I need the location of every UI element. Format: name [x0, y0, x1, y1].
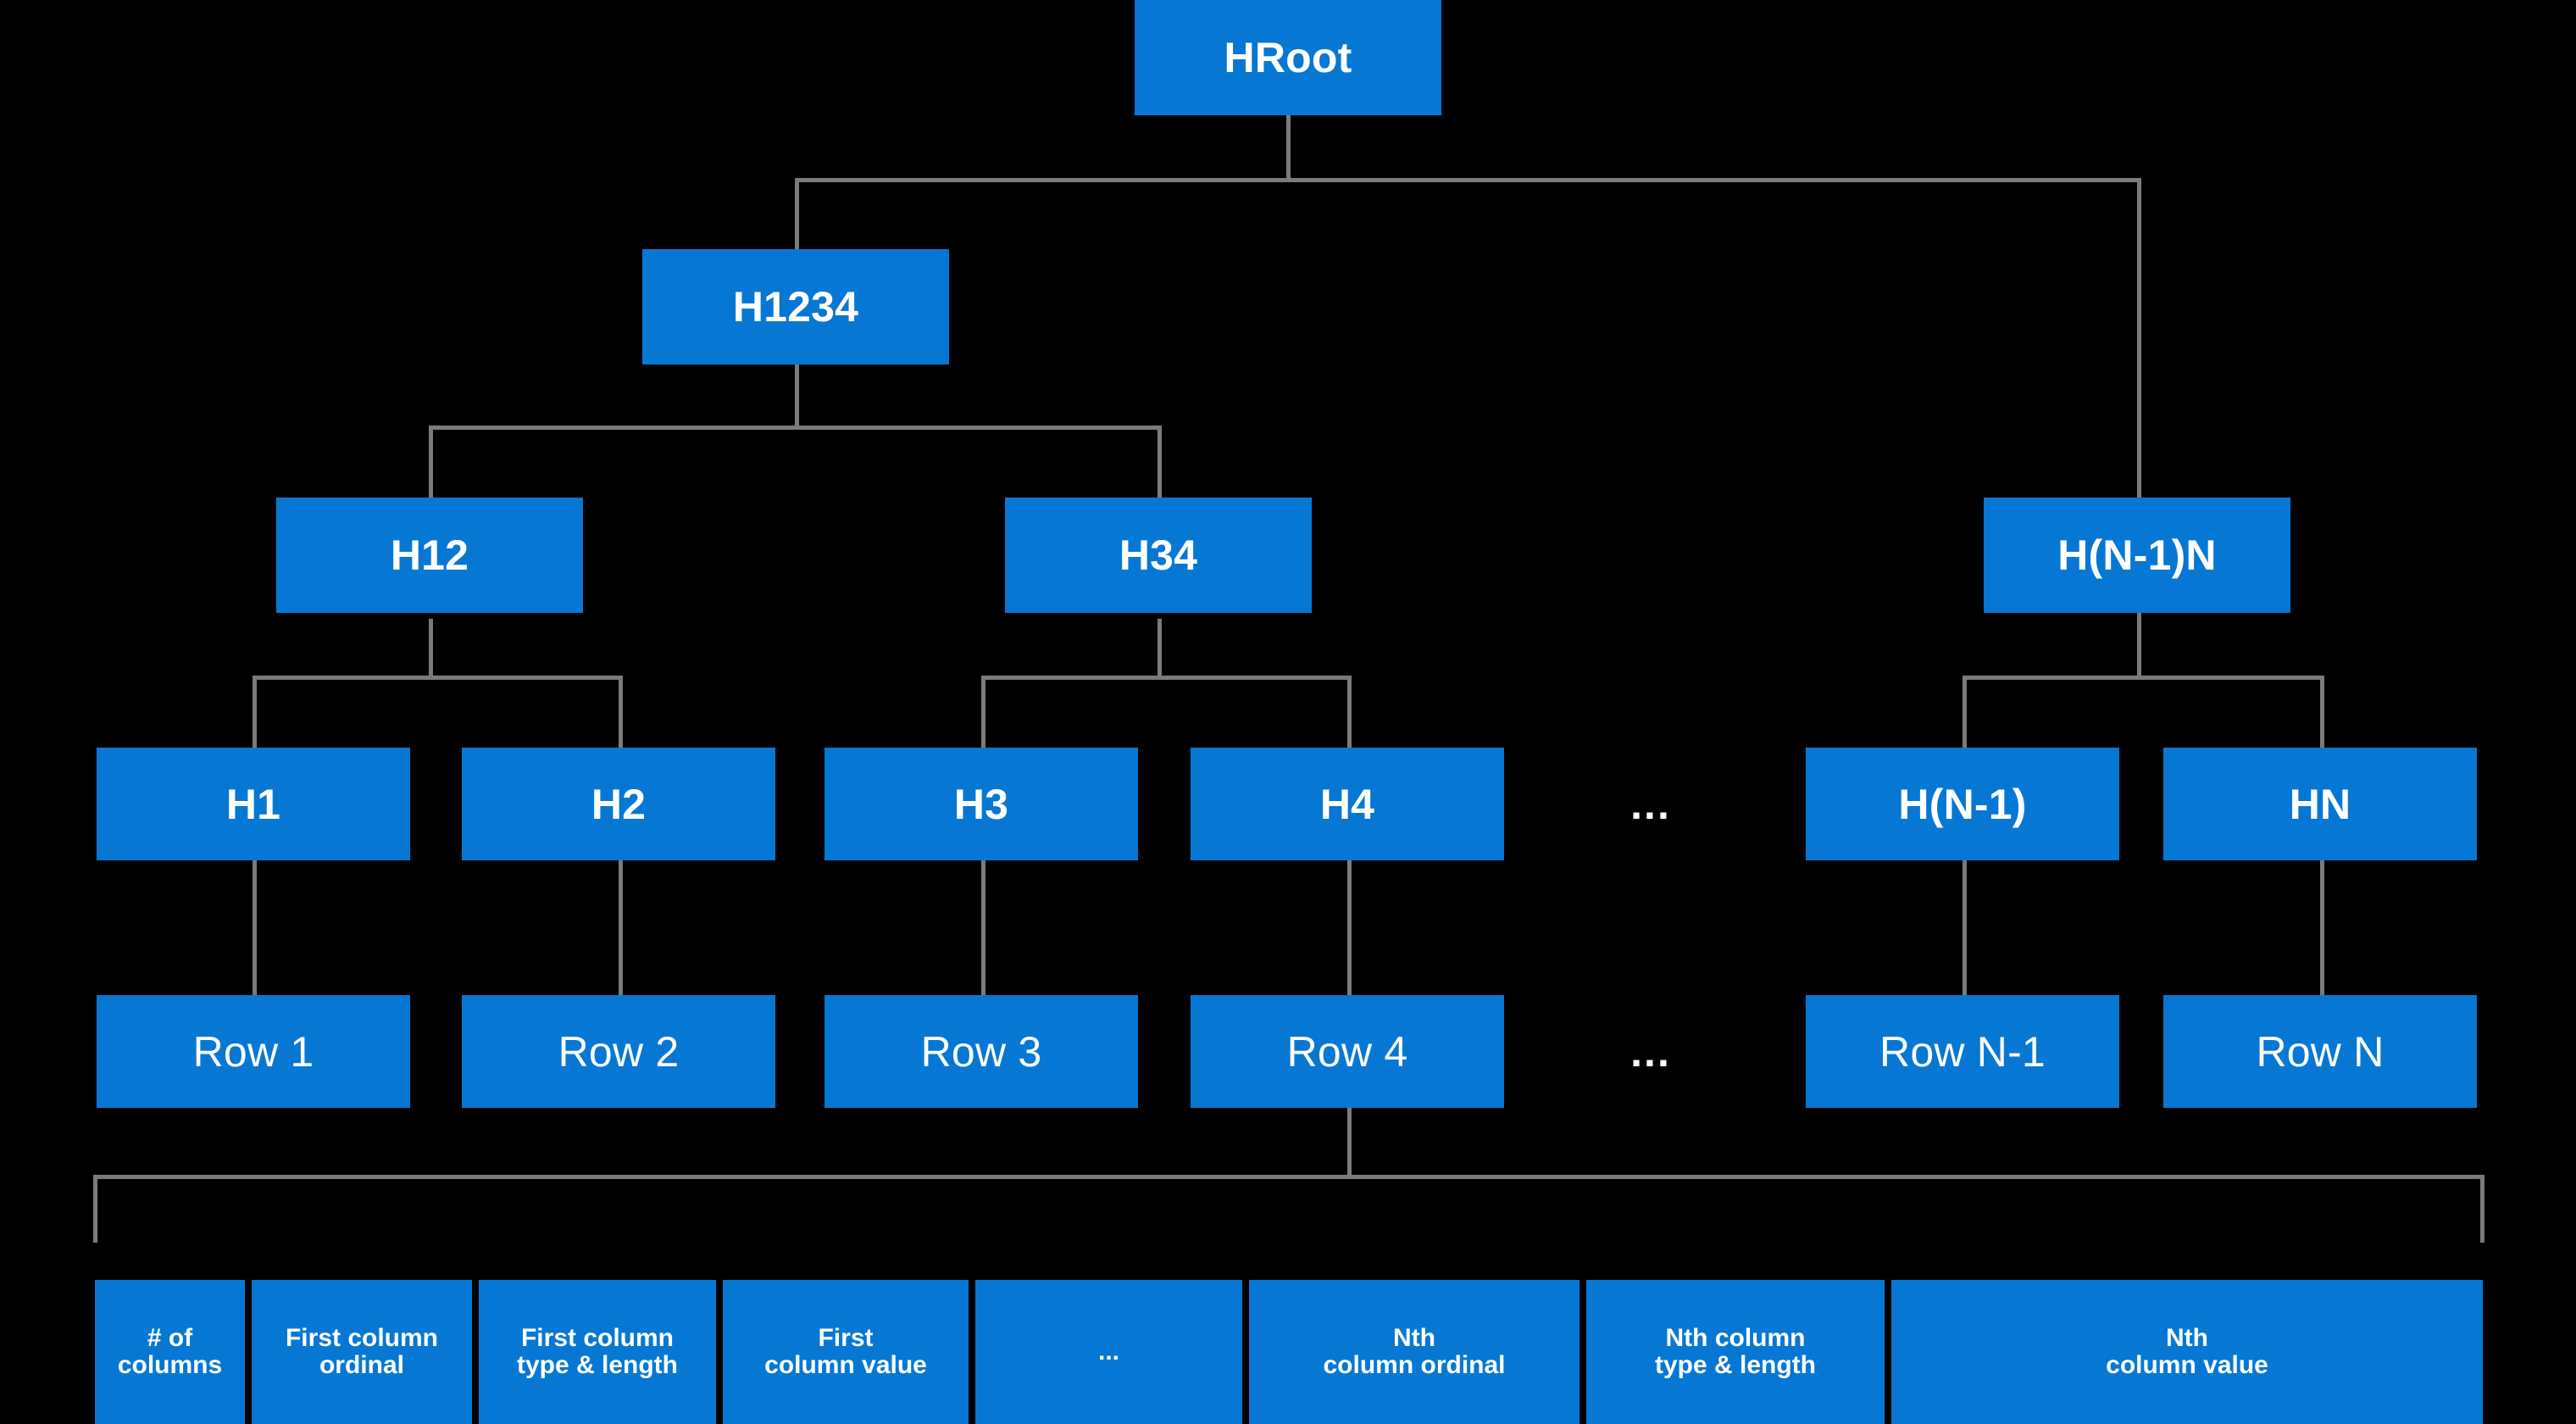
connector-hn-to-rown — [2320, 860, 2324, 996]
node-label: H4 — [1319, 780, 1375, 828]
connector-rowlayout-bus — [93, 1175, 2484, 1179]
node-h4[interactable]: H4 — [1191, 748, 1504, 860]
node-hn1n[interactable]: H(N-1)N — [1984, 498, 2290, 613]
connector-h12-bus — [254, 676, 622, 680]
node-row3[interactable]: Row 3 — [824, 995, 1138, 1108]
connector-hn1n-bus — [1964, 676, 2323, 680]
node-label: H2 — [591, 780, 647, 828]
row-cell-nth-col-type[interactable]: Nth column type & length — [1586, 1280, 1885, 1424]
connector-bus-to-hn1 — [1963, 676, 1967, 748]
node-h3[interactable]: H3 — [824, 748, 1138, 860]
connector-row4-stem — [1347, 1108, 1352, 1177]
row-cell-label: Nth column value — [2106, 1323, 2268, 1379]
connector-hn1n-stem — [2137, 613, 2141, 678]
node-h2[interactable]: H2 — [462, 748, 775, 860]
node-label: H(N-1) — [1898, 780, 2027, 828]
row-cell-label: Nth column type & length — [1654, 1323, 1816, 1379]
row-cell-label: First column type & length — [516, 1323, 678, 1379]
connector-bus-to-h1 — [253, 676, 257, 748]
row-ellipsis: ... — [1630, 1027, 1671, 1076]
connector-h1234-bus — [430, 426, 1161, 430]
node-label: Row N-1 — [1879, 1027, 2046, 1076]
connector-h4-to-row4 — [1347, 860, 1352, 996]
connector-bus-to-h4 — [1347, 676, 1352, 748]
node-label: HRoot — [1224, 34, 1352, 81]
row-cell-first-col-type[interactable]: First column type & length — [479, 1280, 716, 1424]
connector-bus-to-h1234 — [795, 178, 799, 250]
node-label: H1 — [225, 780, 281, 828]
connector-hn1-to-rown1 — [1963, 860, 1967, 996]
connector-h1-to-row1 — [253, 860, 257, 996]
connector-bus-to-h3 — [981, 676, 985, 748]
connector-h2-to-row2 — [619, 860, 623, 996]
row-cell-label: First column ordinal — [285, 1323, 438, 1379]
node-label: Row 1 — [192, 1027, 314, 1076]
node-rown[interactable]: Row N — [2163, 995, 2477, 1108]
node-label: Row 2 — [558, 1027, 680, 1076]
node-row1[interactable]: Row 1 — [97, 995, 410, 1108]
row-cell-label: Nth column ordinal — [1323, 1323, 1506, 1379]
node-row4[interactable]: Row 4 — [1191, 995, 1504, 1108]
row-cell-first-col-ordinal[interactable]: First column ordinal — [252, 1280, 472, 1424]
row-cell-label: # of columns — [117, 1323, 223, 1379]
connector-hroot-stem — [1286, 115, 1291, 181]
node-rown1[interactable]: Row N-1 — [1806, 995, 2119, 1108]
connector-h12-stem — [429, 619, 433, 678]
row-cell-nth-col-value[interactable]: Nth column value — [1891, 1280, 2483, 1424]
row-cell-ellipsis: ... — [975, 1280, 1242, 1424]
node-h12[interactable]: H12 — [276, 498, 583, 613]
connector-bus-to-h2 — [619, 676, 623, 748]
node-label: H3 — [953, 780, 1009, 828]
node-h34[interactable]: H34 — [1005, 498, 1312, 613]
connector-hroot-bus — [797, 178, 2140, 182]
node-label: Row N — [2256, 1027, 2384, 1076]
connector-bus-to-hn — [2320, 676, 2324, 748]
row-cell-label: ... — [1097, 1337, 1119, 1366]
row-cell-num-columns[interactable]: # of columns — [95, 1280, 245, 1424]
connector-bus-to-h34 — [1158, 426, 1162, 498]
connector-bus-to-hn1n — [2137, 178, 2141, 498]
node-hn1[interactable]: H(N-1) — [1806, 748, 2119, 860]
node-label: HN — [2289, 780, 2351, 828]
node-label: H(N-1)N — [2057, 531, 2217, 579]
node-h1[interactable]: H1 — [97, 748, 410, 860]
connector-h1234-stem — [795, 364, 799, 428]
connector-h3-to-row3 — [981, 860, 985, 996]
node-hn[interactable]: HN — [2163, 748, 2477, 860]
connector-bus-to-h12 — [429, 426, 433, 498]
node-label: Row 4 — [1286, 1027, 1408, 1076]
row-cell-nth-col-ordinal[interactable]: Nth column ordinal — [1249, 1280, 1579, 1424]
node-label: H1234 — [732, 283, 859, 331]
node-row2[interactable]: Row 2 — [462, 995, 775, 1108]
connector-rowlayout-left-drop — [93, 1175, 97, 1243]
node-label: H12 — [390, 531, 469, 579]
leaf-hash-ellipsis: ... — [1630, 780, 1671, 828]
row-cell-label: First column value — [764, 1323, 927, 1379]
row-cell-first-col-value[interactable]: First column value — [723, 1280, 969, 1424]
node-hroot[interactable]: HRoot — [1135, 0, 1441, 115]
node-label: Row 3 — [920, 1027, 1042, 1076]
connector-h34-stem — [1158, 619, 1162, 678]
connector-rowlayout-right-drop — [2480, 1175, 2484, 1243]
node-label: H34 — [1119, 531, 1198, 579]
node-h1234[interactable]: H1234 — [642, 249, 949, 364]
connector-h34-bus — [983, 676, 1351, 680]
